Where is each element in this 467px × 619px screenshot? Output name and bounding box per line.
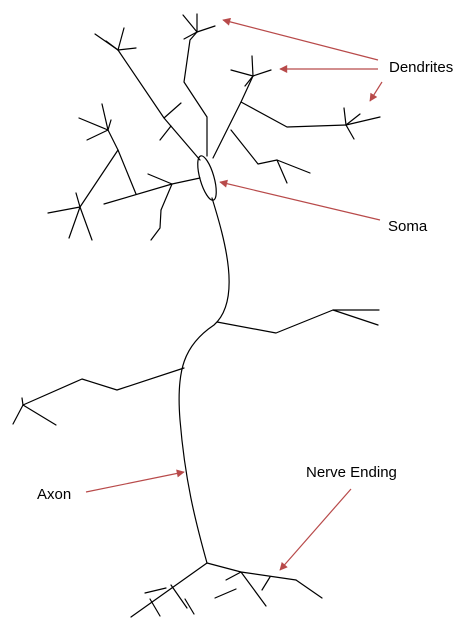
- dendrite-upper-right: [213, 56, 380, 183]
- arrow-soma: [220, 182, 380, 220]
- label-nerve-ending: Nerve Ending: [306, 464, 397, 481]
- arrow-axon: [86, 472, 184, 492]
- arrow-dendrites-lower: [370, 82, 382, 101]
- label-axon: Axon: [37, 486, 71, 503]
- label-soma: Soma: [388, 218, 428, 235]
- arrow-dendrites-top: [223, 20, 378, 60]
- dendrite-upper-left: [95, 28, 200, 160]
- dendrite-left: [48, 104, 200, 240]
- axon: [13, 198, 379, 563]
- labels: Dendrites Soma Axon Nerve Ending: [37, 59, 453, 503]
- neuron-drawing: [13, 14, 380, 617]
- annotation-arrows: [86, 20, 382, 570]
- label-dendrites: Dendrites: [389, 59, 453, 76]
- axon-terminals: [131, 563, 322, 617]
- dendrite-upper-center: [183, 14, 215, 156]
- arrow-nerve-ending: [280, 489, 351, 570]
